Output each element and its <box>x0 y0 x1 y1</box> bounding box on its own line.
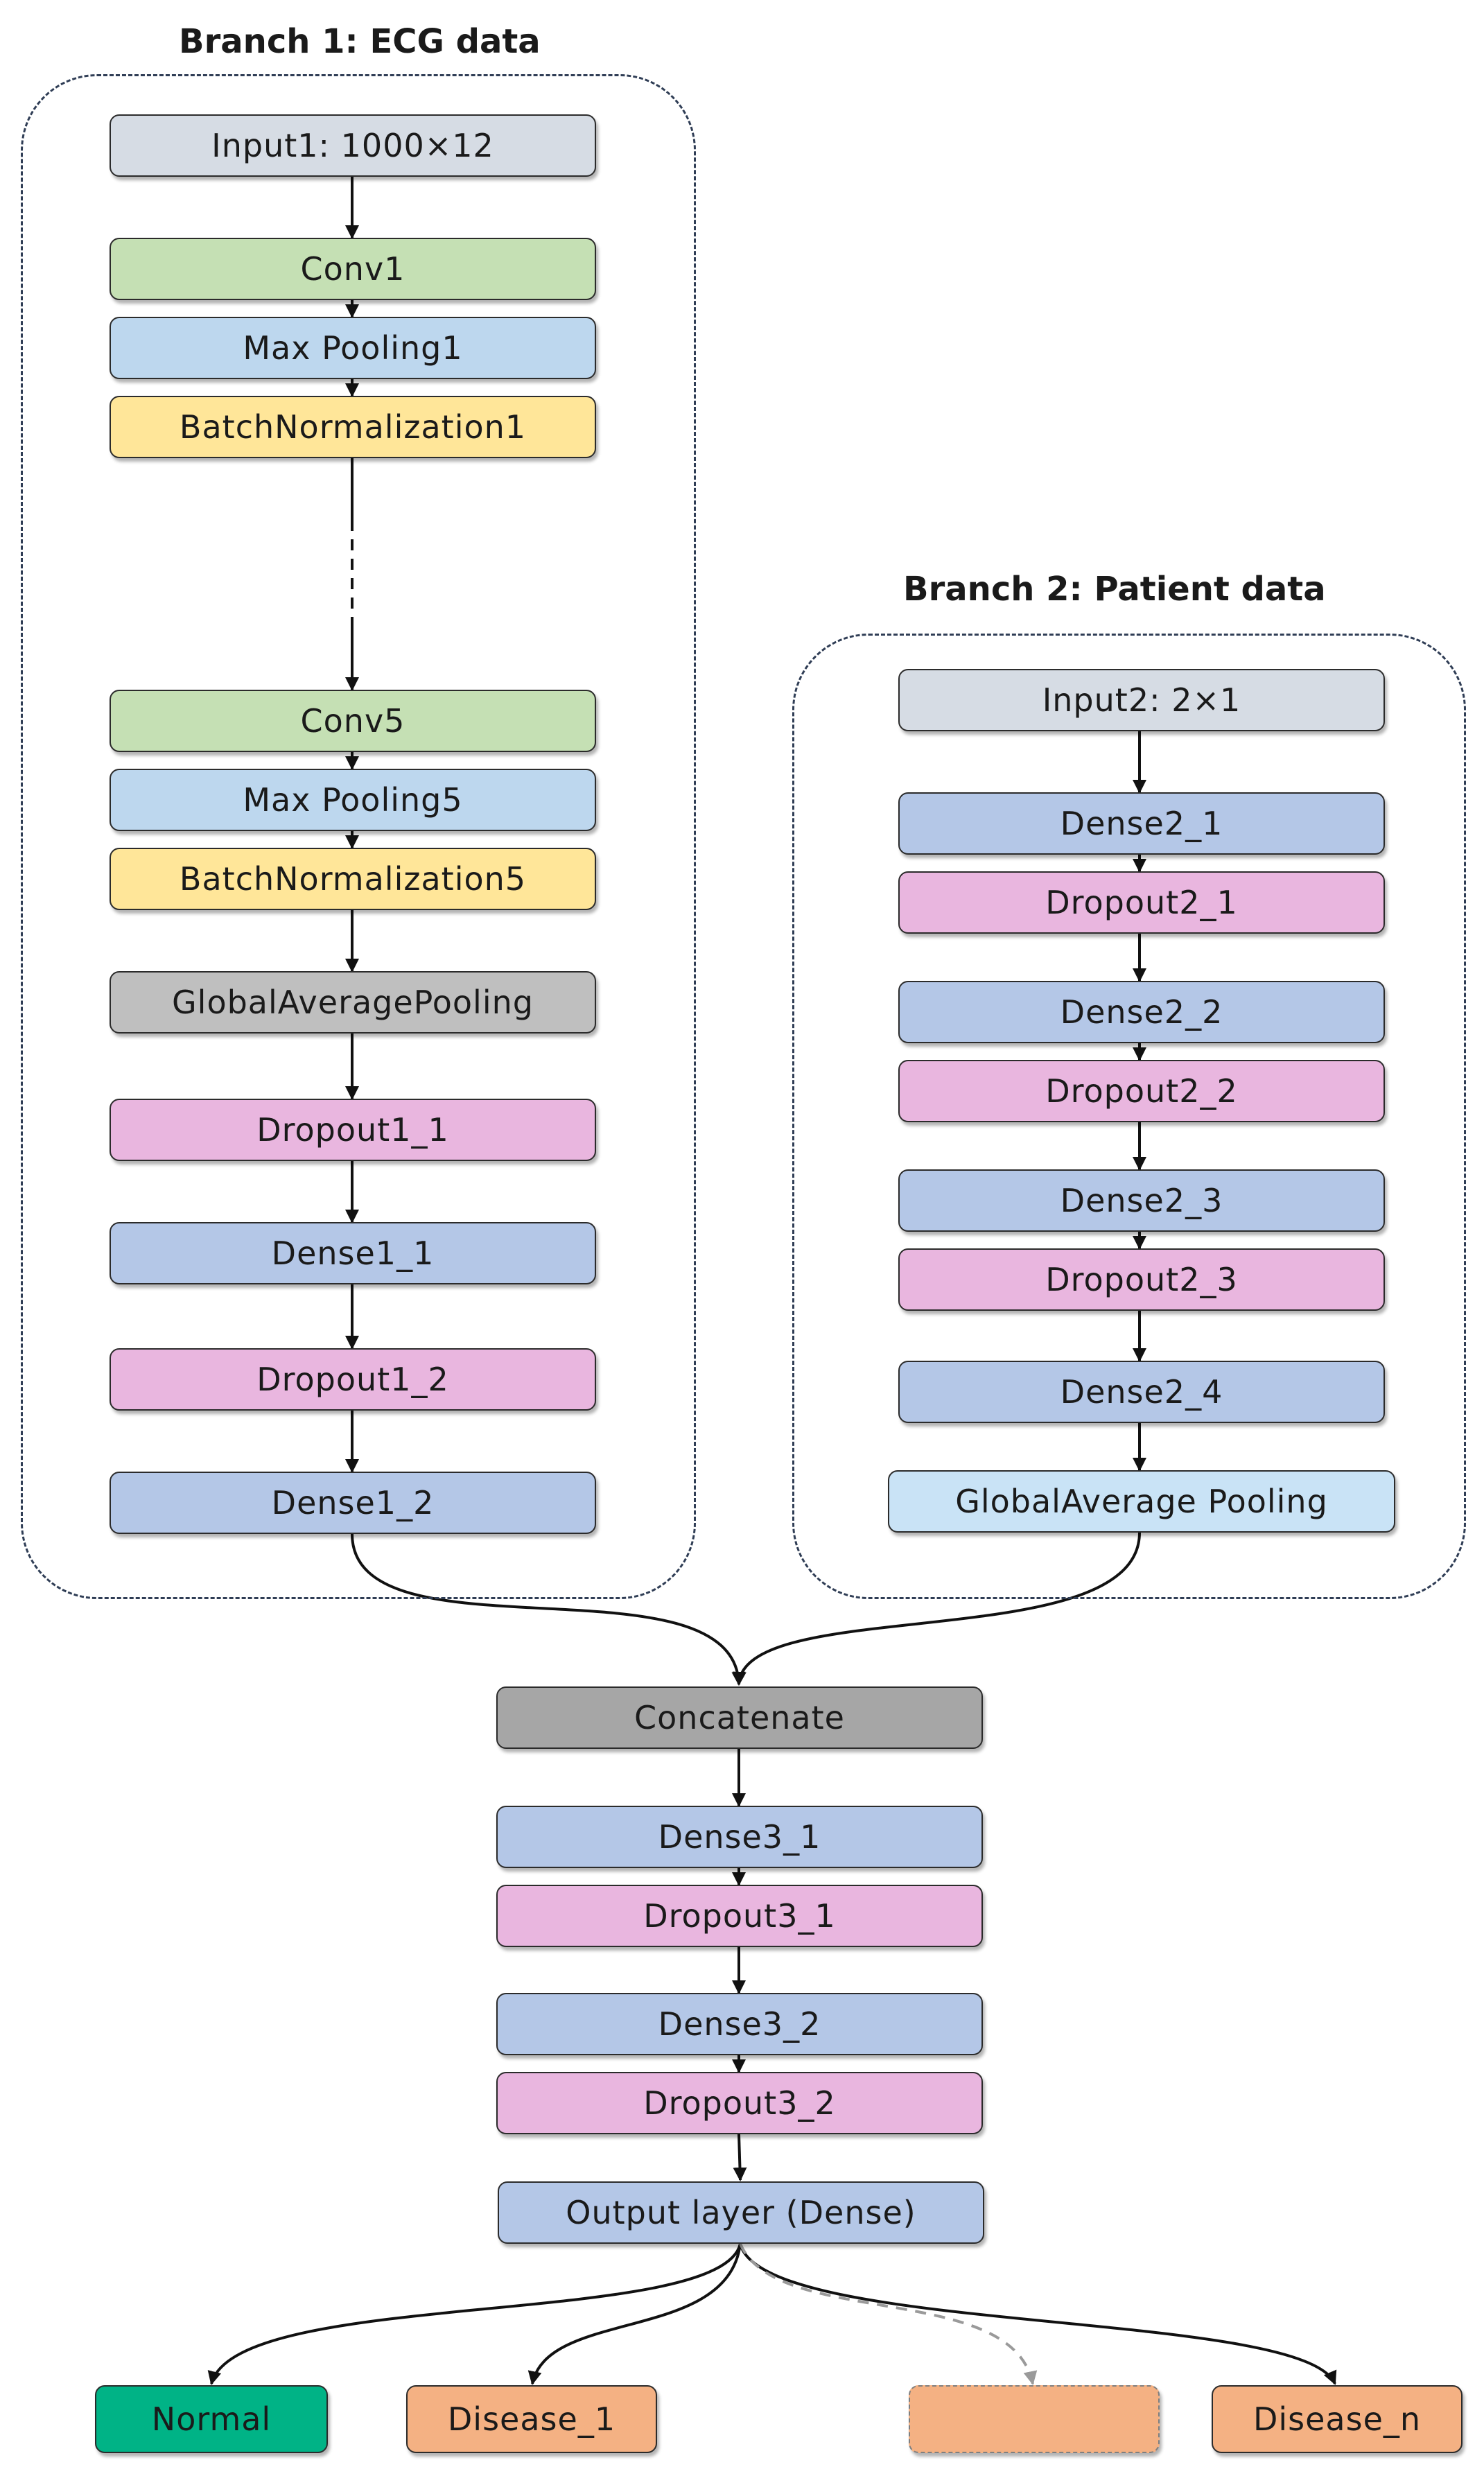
arrow-output-placeholder <box>739 2243 1038 2385</box>
dense2-2-layer: Dense2_2 <box>898 981 1385 1043</box>
input2-layer: Input2: 2×1 <box>898 669 1385 731</box>
dropout3-2-layer: Dropout3_2 <box>496 2072 983 2134</box>
output-normal: Normal <box>95 2385 328 2453</box>
batch-normalization1-layer: BatchNormalization1 <box>110 396 596 458</box>
dropout1-2-layer: Dropout1_2 <box>110 1348 596 1411</box>
branch2-frame <box>792 634 1466 1599</box>
concatenate-layer: Concatenate <box>496 1686 983 1749</box>
dense2-3-layer: Dense2_3 <box>898 1169 1385 1232</box>
output-layer: Output layer (Dense) <box>498 2181 984 2244</box>
branch1-frame <box>21 74 696 1599</box>
dense1-1-layer: Dense1_1 <box>110 1222 596 1284</box>
arrow-output-disease-n <box>739 2243 1337 2385</box>
output-disease-1: Disease_1 <box>406 2385 657 2453</box>
global-average-pooling1-layer: GlobalAveragePooling <box>110 971 596 1034</box>
global-average-pooling2-layer: GlobalAverage Pooling <box>888 1470 1395 1533</box>
max-pooling5-layer: Max Pooling5 <box>110 769 596 831</box>
arrow-output-disease-1 <box>527 2243 742 2385</box>
dense3-1-layer: Dense3_1 <box>496 1806 983 1868</box>
batch-normalization5-layer: BatchNormalization5 <box>110 848 596 910</box>
dense2-4-layer: Dense2_4 <box>898 1361 1385 1423</box>
branch2-title: Branch 2: Patient data <box>903 570 1326 609</box>
conv5-layer: Conv5 <box>110 690 596 752</box>
branch1-title: Branch 1: ECG data <box>179 22 541 61</box>
dense3-2-layer: Dense3_2 <box>496 1993 983 2055</box>
dropout3-1-layer: Dropout3_1 <box>496 1885 983 1947</box>
dropout1-1-layer: Dropout1_1 <box>110 1099 596 1161</box>
arrow-dense1-2-concatenate <box>351 1533 746 1686</box>
dense2-1-layer: Dense2_1 <box>898 792 1385 855</box>
dense1-2-layer: Dense1_2 <box>110 1472 596 1534</box>
arrow-gap2-concatenate <box>732 1532 1141 1686</box>
output-disease-n: Disease_n <box>1212 2385 1463 2453</box>
dropout2-1-layer: Dropout2_1 <box>898 871 1385 934</box>
output-placeholder <box>909 2385 1160 2453</box>
conv1-layer: Conv1 <box>110 238 596 300</box>
dropout2-3-layer: Dropout2_3 <box>898 1248 1385 1311</box>
max-pooling1-layer: Max Pooling1 <box>110 317 596 379</box>
arrow-output-normal <box>207 2243 742 2385</box>
arrow-dropout3-2-output <box>733 2134 747 2181</box>
input1-layer: Input1: 1000×12 <box>110 114 596 177</box>
dropout2-2-layer: Dropout2_2 <box>898 1060 1385 1122</box>
